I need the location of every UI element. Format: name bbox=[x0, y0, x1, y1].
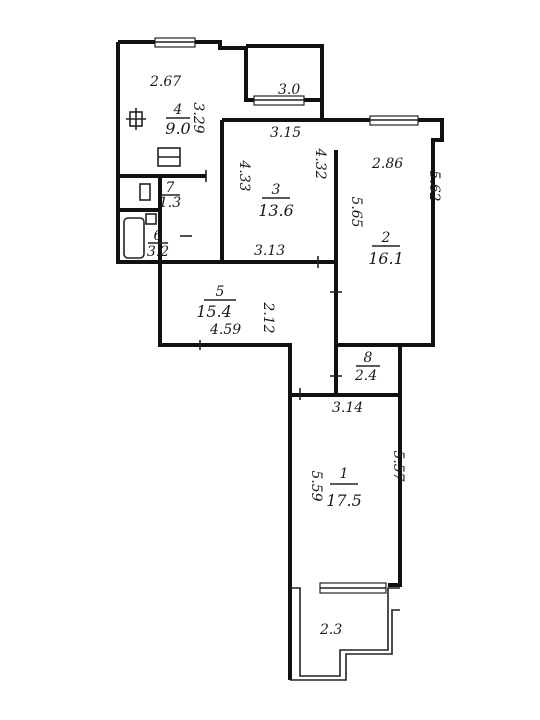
sink-bath-icon bbox=[145, 213, 157, 225]
bath-number: 6 bbox=[154, 228, 163, 244]
bathtub-icon bbox=[123, 217, 145, 259]
room3-dim-left: 4.33 bbox=[236, 159, 252, 191]
room2-dim-left: 5.65 bbox=[348, 196, 364, 227]
room2-area: 16.1 bbox=[368, 249, 404, 268]
room-storage: 8 2.4 bbox=[354, 350, 380, 384]
hall-number: 5 bbox=[216, 284, 225, 300]
storage-area: 2.4 bbox=[354, 368, 377, 384]
room1-area: 17.5 bbox=[326, 491, 362, 510]
room1-dim-left: 5.59 bbox=[308, 470, 324, 501]
balcony-bottom-dim: 2.3 bbox=[319, 622, 342, 638]
door-markers bbox=[180, 170, 342, 400]
room1-number: 1 bbox=[340, 466, 349, 482]
room-3: 3.15 4.33 4.32 3 13.6 3.13 bbox=[236, 125, 328, 259]
toilet-number: 7 bbox=[166, 180, 175, 196]
fixtures bbox=[123, 108, 181, 259]
room3-dim-top: 3.15 bbox=[270, 125, 301, 141]
balcony-top-dim: 3.0 bbox=[278, 82, 300, 98]
room-kitchen: 2.67 3.29 4 9.0 bbox=[149, 74, 206, 138]
room2-dim-top: 2.86 bbox=[371, 156, 403, 172]
room3-number: 3 bbox=[272, 182, 281, 198]
kitchen-area: 9.0 bbox=[165, 119, 190, 138]
room-hall: 5 15.4 4.59 2.12 bbox=[196, 284, 276, 338]
room3-dim-right: 4.32 bbox=[312, 147, 328, 179]
balcony-bottom: 2.3 bbox=[319, 622, 342, 638]
hall-dim-side: 2.12 bbox=[260, 301, 276, 333]
room3-dim-bottom: 3.13 bbox=[254, 243, 285, 259]
stove-icon bbox=[157, 147, 181, 167]
kitchen-dim-top: 2.67 bbox=[149, 74, 181, 90]
bath-area: 3.2 bbox=[147, 244, 169, 260]
windows bbox=[154, 37, 419, 126]
hall-dim-bottom: 4.59 bbox=[209, 322, 241, 338]
room-bath: 6 3.2 bbox=[147, 228, 169, 260]
interior-walls bbox=[118, 118, 433, 397]
toilet-area: 1.3 bbox=[159, 195, 181, 211]
room2-dim-right: 5.62 bbox=[426, 170, 442, 201]
room1-dim-right: 5.57 bbox=[390, 450, 406, 481]
hall-area: 15.4 bbox=[196, 302, 232, 321]
storage-number: 8 bbox=[364, 350, 373, 366]
room-1: 3.14 5.59 5.57 1 17.5 bbox=[308, 400, 406, 510]
room3-area: 13.6 bbox=[258, 201, 294, 220]
kitchen-dim-side: 3.29 bbox=[190, 102, 206, 133]
room2-number: 2 bbox=[381, 230, 391, 246]
room1-dim-top: 3.14 bbox=[332, 400, 363, 416]
sink-icon bbox=[126, 108, 146, 130]
bottom-balcony bbox=[290, 582, 400, 681]
room-toilet: 7 1.3 bbox=[159, 180, 181, 211]
kitchen-number: 4 bbox=[173, 102, 183, 118]
toilet-icon bbox=[139, 183, 151, 201]
room-2: 2.86 5.65 5.62 2 16.1 bbox=[348, 156, 442, 268]
balcony-top: 3.0 bbox=[278, 82, 300, 98]
